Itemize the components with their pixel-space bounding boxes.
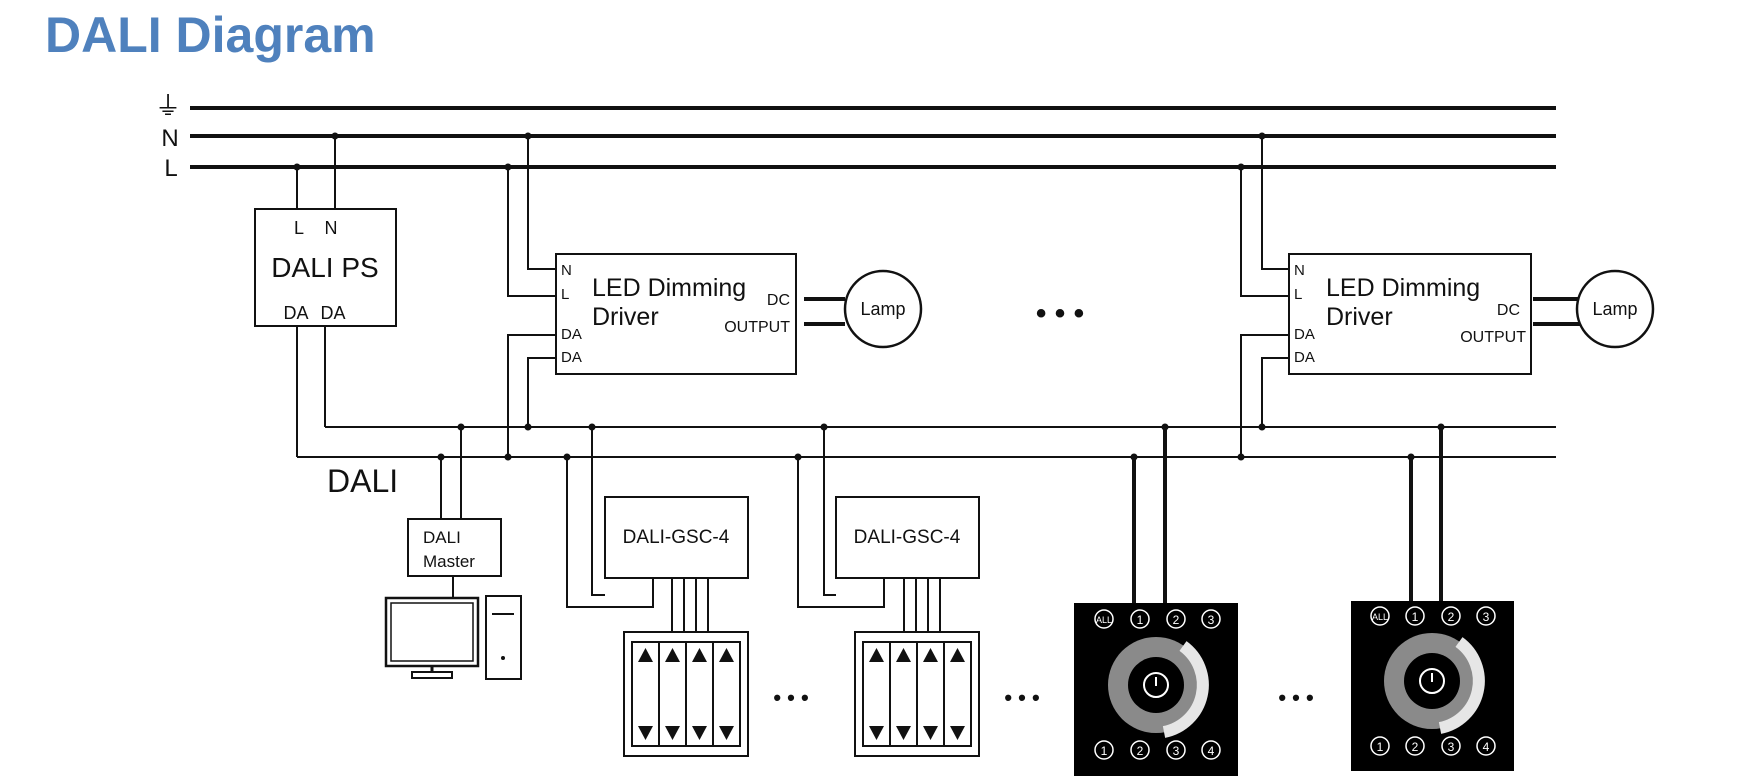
ellipsis-panels: • • • bbox=[1278, 685, 1313, 710]
driver-terminal-l: L bbox=[1294, 286, 1302, 303]
dali-master: DALI Master bbox=[407, 518, 502, 577]
dali-bus bbox=[297, 426, 1556, 458]
controller-name: DALI-GSC-4 bbox=[854, 527, 961, 548]
led-dimming-driver: N L DA DA LED Dimming Driver DC OUTPUT bbox=[555, 253, 797, 375]
master-line1: DALI bbox=[423, 528, 461, 547]
ps-terminal-da1: DA bbox=[283, 303, 308, 323]
mains-bus bbox=[190, 106, 1556, 169]
dali-bus-label: DALI bbox=[327, 463, 398, 499]
ellipsis-switches: • • • bbox=[773, 685, 808, 710]
live-label: L bbox=[164, 155, 177, 182]
tp-btn-bottom-3: 3 bbox=[1448, 740, 1455, 754]
tp-btn-top-2: 2 bbox=[1448, 610, 1455, 624]
driver-terminal-n: N bbox=[561, 262, 572, 279]
page-title: DALI Diagram bbox=[45, 7, 376, 63]
lamp: Lamp bbox=[1575, 269, 1655, 349]
driver-dc-label: DC bbox=[1497, 302, 1520, 319]
neutral-label: N bbox=[161, 125, 178, 152]
lamp: Lamp bbox=[843, 269, 923, 349]
tp-btn-top-2: 2 bbox=[1173, 613, 1180, 627]
tp-btn-top-1: 1 bbox=[1412, 610, 1419, 624]
switch-panel-icon bbox=[854, 631, 980, 757]
tp-btn-bottom-1: 1 bbox=[1377, 740, 1384, 754]
tp-btn-top-3: 3 bbox=[1208, 613, 1215, 627]
driver-terminal-n: N bbox=[1294, 262, 1305, 279]
tp-btn-bottom-2: 2 bbox=[1137, 744, 1144, 758]
driver-name-line2: Driver bbox=[592, 303, 659, 331]
driver-name-line1: LED Dimming bbox=[1326, 274, 1480, 302]
tp-btn-top-3: 3 bbox=[1483, 610, 1490, 624]
touch-panel: ALL 1 2 3 1 2 3 4 bbox=[1351, 601, 1514, 771]
tp-btn-all: ALL bbox=[1372, 612, 1388, 622]
switch-panel-icon bbox=[623, 631, 749, 757]
dali-gsc-4-controller: DALI-GSC-4 bbox=[835, 496, 980, 579]
touch-panel: ALL 1 2 3 1 2 3 4 bbox=[1074, 603, 1238, 776]
driver-terminal-da2: DA bbox=[1294, 349, 1315, 366]
ellipsis-switches: • • • bbox=[1004, 685, 1039, 710]
controller-name: DALI-GSC-4 bbox=[623, 527, 730, 548]
tp-btn-bottom-1: 1 bbox=[1101, 744, 1108, 758]
driver-terminal-l: L bbox=[561, 286, 569, 303]
driver-terminal-da1: DA bbox=[561, 326, 582, 343]
led-dimming-driver: N L DA DA LED Dimming Driver DC OUTPUT bbox=[1288, 253, 1532, 375]
ps-terminal-da2: DA bbox=[320, 303, 345, 323]
tp-btn-all: ALL bbox=[1096, 615, 1112, 625]
driver-output-label: OUTPUT bbox=[724, 319, 790, 336]
driver-name-line1: LED Dimming bbox=[592, 274, 746, 302]
driver-dc-label: DC bbox=[767, 292, 790, 309]
ps-name: DALI PS bbox=[271, 252, 378, 283]
dali-gsc-4-controller: DALI-GSC-4 bbox=[604, 496, 749, 579]
driver-terminal-da1: DA bbox=[1294, 326, 1315, 343]
driver-terminal-da2: DA bbox=[561, 349, 582, 366]
dali-power-supply: L N DALI PS DA DA bbox=[254, 208, 397, 327]
tp-btn-bottom-3: 3 bbox=[1173, 744, 1180, 758]
ps-terminal-n: N bbox=[325, 218, 338, 238]
computer-icon bbox=[384, 595, 522, 680]
wiring bbox=[296, 136, 1581, 632]
master-line2: Master bbox=[423, 552, 475, 571]
tp-btn-bottom-4: 4 bbox=[1208, 744, 1215, 758]
driver-output-label: OUTPUT bbox=[1460, 329, 1526, 346]
driver-name-line2: Driver bbox=[1326, 303, 1393, 331]
tp-btn-top-1: 1 bbox=[1137, 613, 1144, 627]
ps-terminal-l: L bbox=[294, 218, 304, 238]
lamp-label: Lamp bbox=[860, 299, 905, 319]
junction-dots bbox=[293, 132, 1445, 461]
tp-btn-bottom-2: 2 bbox=[1412, 740, 1419, 754]
lamp-label: Lamp bbox=[1592, 299, 1637, 319]
tp-btn-bottom-4: 4 bbox=[1483, 740, 1490, 754]
ellipsis-drivers: • • • bbox=[1036, 297, 1084, 330]
earth-icon: ⏚ bbox=[155, 91, 181, 121]
